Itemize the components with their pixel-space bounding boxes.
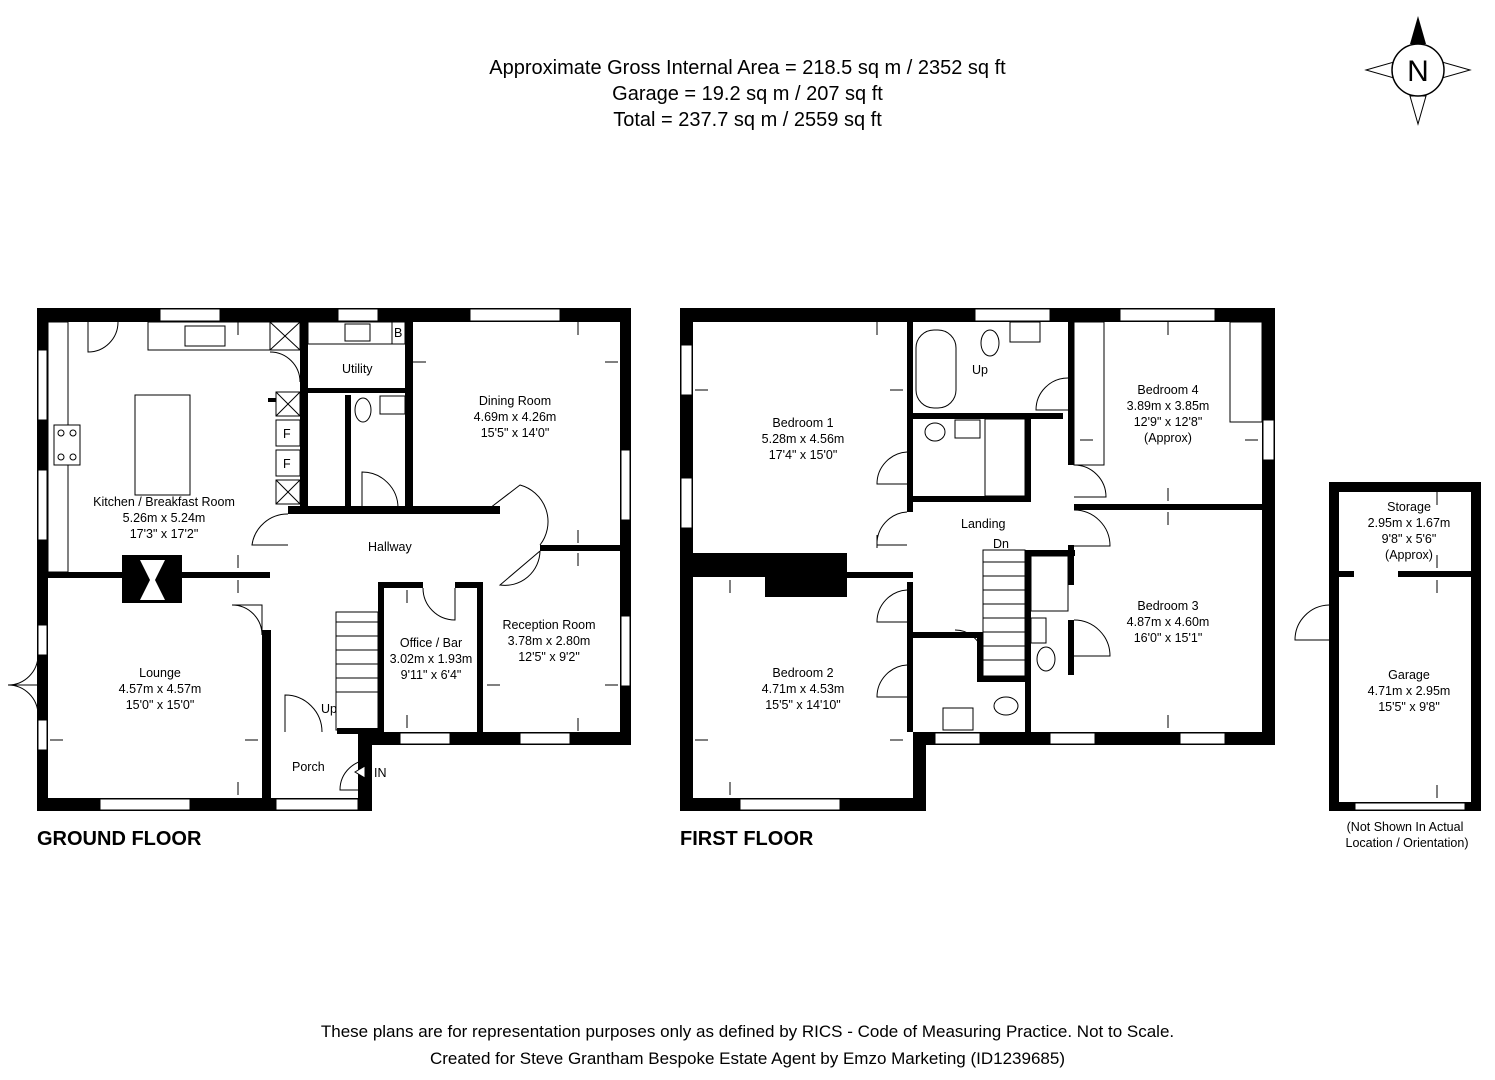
utility-label: Utility xyxy=(342,362,373,376)
garage-imperial: 15'5" x 9'8" xyxy=(1378,700,1440,714)
lounge-imperial: 15'0" x 15'0" xyxy=(126,698,195,712)
bedroom1-name: Bedroom 1 xyxy=(772,416,833,430)
disclaimer-line-1: These plans are for representation purpo… xyxy=(320,1022,1175,1041)
first-stairs-up-label: Up xyxy=(972,363,988,377)
bedroom4-metric: 3.89m x 3.85m xyxy=(1127,399,1210,413)
disclaimer-line-2: Created for Steve Grantham Bespoke Estat… xyxy=(429,1049,1065,1068)
garage-location-note-1: (Not Shown In Actual xyxy=(1347,820,1464,834)
storage-metric: 2.95m x 1.67m xyxy=(1368,516,1451,530)
fridge-label-1: F xyxy=(283,427,291,441)
dining-name: Dining Room xyxy=(479,394,551,408)
office-name: Office / Bar xyxy=(400,636,462,650)
bedroom3-imperial: 16'0" x 15'1" xyxy=(1134,631,1203,645)
kitchen-metric: 5.26m x 5.24m xyxy=(123,511,206,525)
gross-area-text: Approximate Gross Internal Area = 218.5 … xyxy=(489,57,1006,79)
kitchen-name: Kitchen / Breakfast Room xyxy=(93,495,235,509)
office-imperial: 9'11" x 6'4" xyxy=(401,668,462,682)
bedroom4-note: (Approx) xyxy=(1144,431,1192,445)
reception-metric: 3.78m x 2.80m xyxy=(508,634,591,648)
storage-note: (Approx) xyxy=(1385,548,1433,562)
reception-imperial: 12'5" x 9'2" xyxy=(518,650,580,664)
lounge-name: Lounge xyxy=(139,666,181,680)
lounge-metric: 4.57m x 4.57m xyxy=(119,682,202,696)
bedroom4-name: Bedroom 4 xyxy=(1137,383,1198,397)
garage-area-text: Garage = 19.2 sq m / 207 sq ft xyxy=(612,83,883,105)
area-summary: Approximate Gross Internal Area = 218.5 … xyxy=(0,55,1495,133)
ground-stairs-up-label: Up xyxy=(321,702,337,716)
bedroom2-imperial: 15'5" x 14'10" xyxy=(765,698,841,712)
landing-label: Landing xyxy=(961,517,1006,531)
dining-metric: 4.69m x 4.26m xyxy=(474,410,557,424)
first-floor-plan: Landing Dn Up Bedroom 1 5.28m x 4.56m 17… xyxy=(680,308,1275,850)
first-stairs-down-label: Dn xyxy=(993,537,1009,551)
total-area-text: Total = 237.7 sq m / 2559 sq ft xyxy=(613,109,882,131)
kitchen-imperial: 17'3" x 17'2" xyxy=(130,527,199,541)
bedroom3-metric: 4.87m x 4.60m xyxy=(1127,615,1210,629)
ground-floor-plan: F F B xyxy=(7,308,631,850)
bedroom1-metric: 5.28m x 4.56m xyxy=(762,432,845,446)
bedroom2-name: Bedroom 2 xyxy=(772,666,833,680)
fridge-label-2: F xyxy=(283,457,291,471)
garage-outbuilding-plan: Storage 2.95m x 1.67m 9'8" x 5'6" (Appro… xyxy=(1294,482,1481,850)
hallway-label: Hallway xyxy=(368,540,413,554)
compass-north-label: N xyxy=(1407,55,1429,88)
porch-label: Porch xyxy=(292,760,325,774)
garage-name: Garage xyxy=(1388,668,1430,682)
entrance-arrow-icon xyxy=(354,765,366,779)
storage-imperial: 9'8" x 5'6" xyxy=(1382,532,1437,546)
first-floor-title: FIRST FLOOR xyxy=(680,828,814,850)
bedroom1-imperial: 17'4" x 15'0" xyxy=(769,448,838,462)
bedroom2-metric: 4.71m x 4.53m xyxy=(762,682,845,696)
entrance-label: IN xyxy=(374,766,387,780)
ground-floor-title: GROUND FLOOR xyxy=(37,828,202,850)
office-metric: 3.02m x 1.93m xyxy=(390,652,473,666)
bedroom3-name: Bedroom 3 xyxy=(1137,599,1198,613)
disclaimer: These plans are for representation purpo… xyxy=(0,1018,1495,1072)
storage-name: Storage xyxy=(1387,500,1431,514)
garage-metric: 4.71m x 2.95m xyxy=(1368,684,1451,698)
compass-icon: N xyxy=(1364,16,1472,126)
boiler-label: B xyxy=(394,326,402,340)
bedroom4-imperial: 12'9" x 12'8" xyxy=(1134,415,1203,429)
dining-imperial: 15'5" x 14'0" xyxy=(481,426,550,440)
garage-location-note-2: Location / Orientation) xyxy=(1346,836,1469,850)
reception-name: Reception Room xyxy=(502,618,595,632)
